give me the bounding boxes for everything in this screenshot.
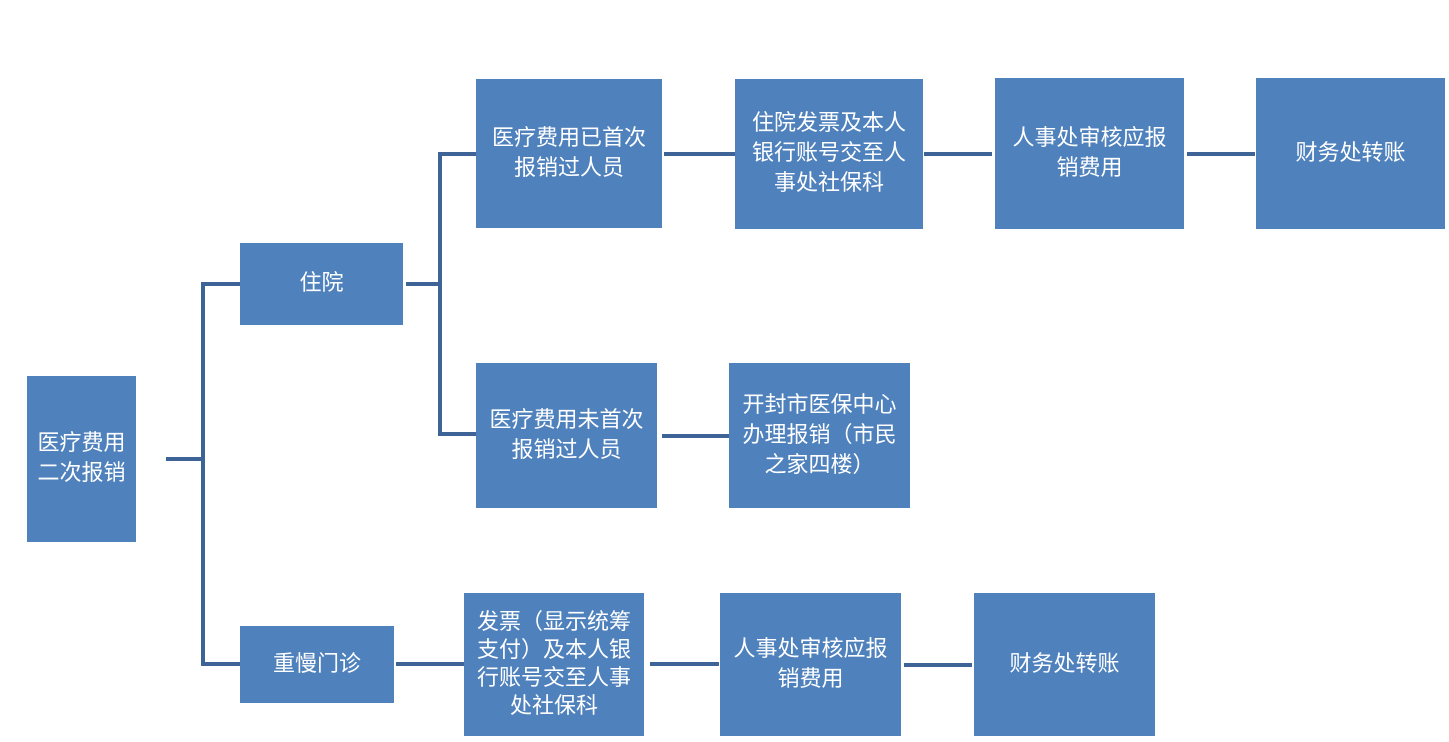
- chronic-outpatient-node-label: 重慢门诊: [272, 651, 361, 677]
- bottom-step-2-node-label: 人事处审核应报销费用: [733, 636, 888, 692]
- bottom-step-1-node: 发票（显示统筹支付）及本人银行账号交至人事处社保科: [464, 593, 644, 736]
- root-node: 医疗费用二次报销: [27, 376, 136, 542]
- top-step-1-node-label: 住院发票及本人银行账号交至人事处社保科: [751, 111, 906, 196]
- top-step-3-node: 财务处转账: [1256, 78, 1445, 229]
- not-reimbursed-before-node-label: 医疗费用未首次报销过人员: [489, 407, 644, 463]
- top-step-2-node: 人事处审核应报销费用: [995, 78, 1184, 229]
- top-step-3-node-label: 财务处转账: [1295, 140, 1406, 166]
- top-step-2-node-label: 人事处审核应报销费用: [1012, 125, 1167, 181]
- inpatient-node-label: 住院: [299, 271, 344, 296]
- root-node-label: 医疗费用二次报销: [37, 431, 126, 486]
- reimbursed-before-node-label: 医疗费用已首次报销过人员: [491, 125, 646, 181]
- bottom-step-3-node-label: 财务处转账: [1009, 651, 1120, 677]
- bottom-step-2-node: 人事处审核应报销费用: [720, 593, 901, 736]
- not-reimbursed-before-node: 医疗费用未首次报销过人员: [476, 363, 657, 508]
- bottom-step-1-node-label: 发票（显示统筹支付）及本人银行账号交至人事处社保科: [476, 609, 631, 719]
- reimbursed-before-node: 医疗费用已首次报销过人员: [476, 79, 662, 228]
- chronic-outpatient-node: 重慢门诊: [240, 626, 394, 703]
- mid-step-1-node-label: 开封市医保中心办理报销（市民之家四楼）: [742, 392, 897, 478]
- mid-step-1-node: 开封市医保中心办理报销（市民之家四楼）: [729, 363, 910, 508]
- top-step-1-node: 住院发票及本人银行账号交至人事处社保科: [735, 79, 923, 229]
- bottom-step-3-node: 财务处转账: [974, 593, 1155, 736]
- inpatient-node: 住院: [240, 243, 403, 325]
